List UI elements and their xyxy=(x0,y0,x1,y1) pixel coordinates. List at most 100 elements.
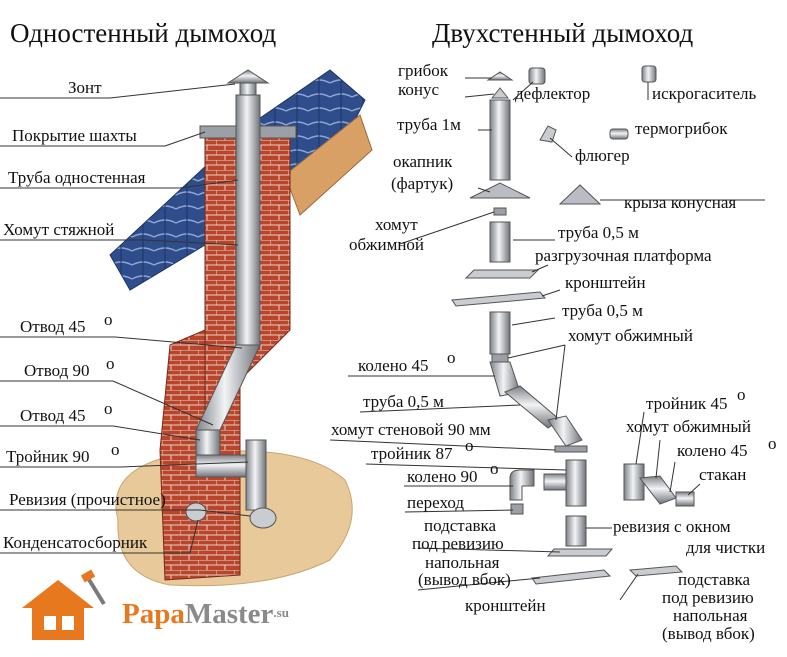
part-gribok xyxy=(486,71,514,81)
logo-text-master: Master xyxy=(185,598,274,630)
label-troinik-45: тройник 45 xyxy=(646,394,727,413)
papamaster-logo: PapaMaster.su xyxy=(22,569,289,640)
label-homut-styazhnoy: Хомут стяжной xyxy=(3,220,114,239)
label-homut-obzhimnyy: хомут обжимный xyxy=(568,326,693,345)
label-zont: Зонт xyxy=(68,78,102,97)
label-otvod-90: Отвод 90 xyxy=(24,361,90,380)
label-okapnik-fartuk: (фартук) xyxy=(391,174,453,193)
label-termogribok: термогрибок xyxy=(635,119,728,138)
label-homut-obzhimnyy-2: хомут обжимный xyxy=(626,417,751,436)
part-okapnik xyxy=(469,182,531,199)
label-truba-odnostennaya: Труба одностенная xyxy=(8,168,146,187)
part-homut-1 xyxy=(493,207,507,216)
label-platforma: разгрузочная платформа xyxy=(535,246,712,265)
label-perehod: переход xyxy=(407,493,464,512)
part-stakan xyxy=(675,491,695,507)
label-podstavka-right: подставка xyxy=(678,570,751,589)
part-homut-stenovoy xyxy=(554,445,588,453)
label-otvod-45-top: Отвод 45 xyxy=(20,317,86,336)
label-koleno-45-b: колено 45 xyxy=(677,441,748,460)
label-troinik-87: тройник 87 xyxy=(371,444,453,463)
part-troinik-45 xyxy=(623,463,645,501)
label-napolnaya-right: напольная xyxy=(673,606,748,625)
single-wall-pipe xyxy=(235,94,261,346)
part-podstavka xyxy=(546,548,614,557)
double-wall-parts xyxy=(451,65,695,585)
house-logo-icon xyxy=(22,569,106,640)
label-vyvod-vbok-right: (вывод вбок) xyxy=(662,624,755,643)
label-okapnik: окапник xyxy=(393,152,453,171)
label-kronshtein-top: кронштейн xyxy=(565,273,646,292)
left-leader-lines xyxy=(0,83,251,554)
part-koleno-90 xyxy=(509,469,535,501)
label-podstavka: подставка xyxy=(424,516,497,535)
label-revizia: Ревизия (прочистное) xyxy=(9,490,166,509)
label-otvod-45-bottom: Отвод 45 xyxy=(20,406,86,425)
part-fluger xyxy=(539,125,557,143)
label-truba-05-c: труба 0,5 м xyxy=(363,392,444,411)
label-truba-05-b: труба 0,5 м xyxy=(562,301,643,320)
part-truba-05-b xyxy=(489,311,511,355)
left-label-group: Зонт Покрытие шахты Труба одностенная Хо… xyxy=(3,78,166,552)
roof-rafters xyxy=(284,114,373,216)
degree-sign-7: o xyxy=(490,459,499,478)
part-revizia xyxy=(565,515,587,547)
logo-text-suffix: .su xyxy=(273,605,289,620)
part-platforma xyxy=(464,269,540,279)
part-podstavka-right xyxy=(628,565,684,577)
part-perehod xyxy=(510,503,524,515)
tee-riser xyxy=(245,439,267,511)
degree-sign-4: o xyxy=(111,440,120,459)
degree-sign-9: o xyxy=(768,434,777,453)
label-dlya-chistki: для чистки xyxy=(686,538,765,557)
label-stakan: стакан xyxy=(699,465,746,484)
label-obzhimnoy: обжимной xyxy=(349,235,424,254)
logo-text-papa: Papa xyxy=(122,598,185,630)
label-iskrogasitel: искрогаситель xyxy=(652,84,757,103)
degree-sign-8: o xyxy=(737,385,746,404)
title-single-wall: Одностенный дымоход xyxy=(10,18,276,48)
part-termogribok xyxy=(609,128,629,140)
part-truba-1m xyxy=(489,99,511,181)
label-fluger: флюгер xyxy=(575,146,630,165)
label-vyvod-vbok: (вывод вбок) xyxy=(418,570,511,589)
label-pod-reviziyu: под ревизию xyxy=(412,534,504,553)
label-pod-reviziyu-right: под ревизию xyxy=(662,588,754,607)
part-koleno-2 xyxy=(547,415,583,447)
label-koleno-45: колено 45 xyxy=(358,356,429,375)
part-iskrogasitel xyxy=(641,65,657,83)
part-troinik-branch xyxy=(543,473,567,491)
single-wall-illustration xyxy=(109,69,373,587)
part-deflektor xyxy=(528,67,546,85)
title-double-wall: Двухстенный дымоход xyxy=(432,18,693,48)
label-kronshtein-bottom: кронштейн xyxy=(465,596,546,615)
label-gribok: грибок xyxy=(398,61,449,80)
condensate-cap xyxy=(185,502,207,522)
part-konus xyxy=(490,87,510,99)
label-konus: конус xyxy=(398,80,439,99)
right-label-group: грибок конус дефлектор искрогаситель тру… xyxy=(331,61,777,643)
right-leader-lines xyxy=(329,77,765,601)
degree-sign-2: o xyxy=(106,354,115,373)
label-deflektor: дефлектор xyxy=(515,84,590,103)
label-koleno-90: колено 90 xyxy=(407,467,478,486)
degree-sign-6: o xyxy=(465,436,474,455)
label-pokrytie-shahty: Покрытие шахты xyxy=(12,126,137,145)
degree-sign-3: o xyxy=(104,399,113,418)
part-kronshtein-top xyxy=(451,291,546,307)
part-kryza xyxy=(558,184,602,205)
umbrella-hat xyxy=(226,69,270,84)
logo-text: PapaMaster.su xyxy=(122,598,289,630)
label-troinik-90: Тройник 90 xyxy=(6,447,90,466)
part-homut-2 xyxy=(491,353,509,363)
part-troinik-87 xyxy=(565,459,587,507)
label-homut-stenovoy: хомут стеновой 90 мм xyxy=(331,420,491,439)
revision-cap xyxy=(249,507,277,529)
part-kronshtein-bottom xyxy=(531,569,612,585)
degree-sign-1: o xyxy=(104,310,113,329)
label-kondensatosbornik: Конденсатосборник xyxy=(3,533,148,552)
label-truba-1m: труба 1м xyxy=(397,115,461,134)
label-napolnaya: напольная xyxy=(425,553,500,572)
